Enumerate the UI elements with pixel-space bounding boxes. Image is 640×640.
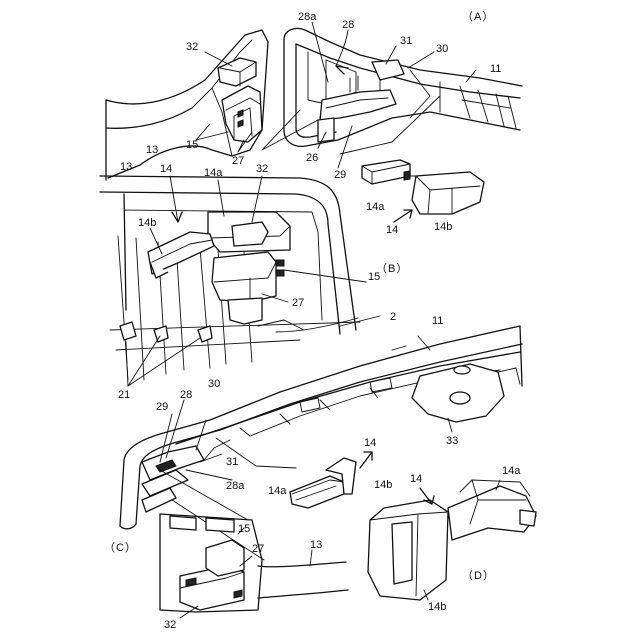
- ref-14a-d: 14a: [502, 465, 521, 477]
- ref-14-d: 14: [410, 473, 422, 485]
- ref-30-a: 30: [436, 43, 448, 55]
- ref-14a-c: 14a: [268, 485, 287, 497]
- ref-31-a: 31: [400, 35, 412, 47]
- panel-label-b: （B）: [376, 262, 408, 275]
- ref-13-b: 13: [120, 161, 132, 173]
- ref-14b-d: 14b: [428, 601, 446, 613]
- ref-11-b: 11: [432, 315, 443, 327]
- panel-label-c: （C）: [104, 541, 137, 554]
- ref-26-a: 26: [306, 152, 318, 164]
- ref-27-c: 27: [252, 543, 264, 555]
- ref-31-c: 31: [226, 456, 238, 468]
- ref-21-b: 21: [118, 389, 130, 401]
- ref-14a-b: 14a: [204, 167, 223, 179]
- ref-14b-a: 14b: [434, 221, 452, 233]
- ref-28-a: 28: [342, 19, 354, 31]
- ref-14b-b: 14b: [138, 217, 156, 229]
- panel-d-clip: [368, 480, 536, 600]
- ref-14b-c: 14b: [374, 479, 392, 491]
- ref-32-c: 32: [164, 619, 176, 631]
- ref-29-c: 29: [156, 401, 168, 413]
- ref-28a-a: 28a: [298, 11, 317, 23]
- ref-14-a: 14: [386, 224, 398, 236]
- ref-15-a: 15: [186, 139, 198, 151]
- panel-c-clip-14: [290, 452, 372, 508]
- ref-2-b: 2: [390, 311, 396, 323]
- ref-13-a: 13: [146, 144, 158, 156]
- panel-b-assembly: [100, 176, 360, 380]
- ref-29-a: 29: [334, 169, 346, 181]
- ref-14-c: 14: [364, 437, 376, 449]
- ref-28-c: 28: [180, 389, 192, 401]
- ref-30-c: 30: [208, 378, 220, 390]
- ref-15-c: 15: [238, 523, 250, 535]
- ref-32-a: 32: [186, 41, 198, 53]
- panel-label-a: （A）: [462, 10, 494, 23]
- ref-27-b: 27: [292, 297, 304, 309]
- panel-c-inset: [160, 514, 348, 618]
- ref-11-a: 11: [490, 63, 501, 75]
- ref-33-c: 33: [446, 435, 458, 447]
- ref-15-b: 15: [368, 271, 380, 283]
- ref-13-c: 13: [310, 539, 322, 551]
- ref-27-a: 27: [232, 155, 244, 167]
- panel-label-d: （D）: [462, 569, 495, 582]
- ref-28a-c: 28a: [226, 480, 245, 492]
- ref-32-b: 32: [256, 163, 268, 175]
- ref-14-b: 14: [160, 163, 172, 175]
- ref-14a-a: 14a: [366, 201, 385, 213]
